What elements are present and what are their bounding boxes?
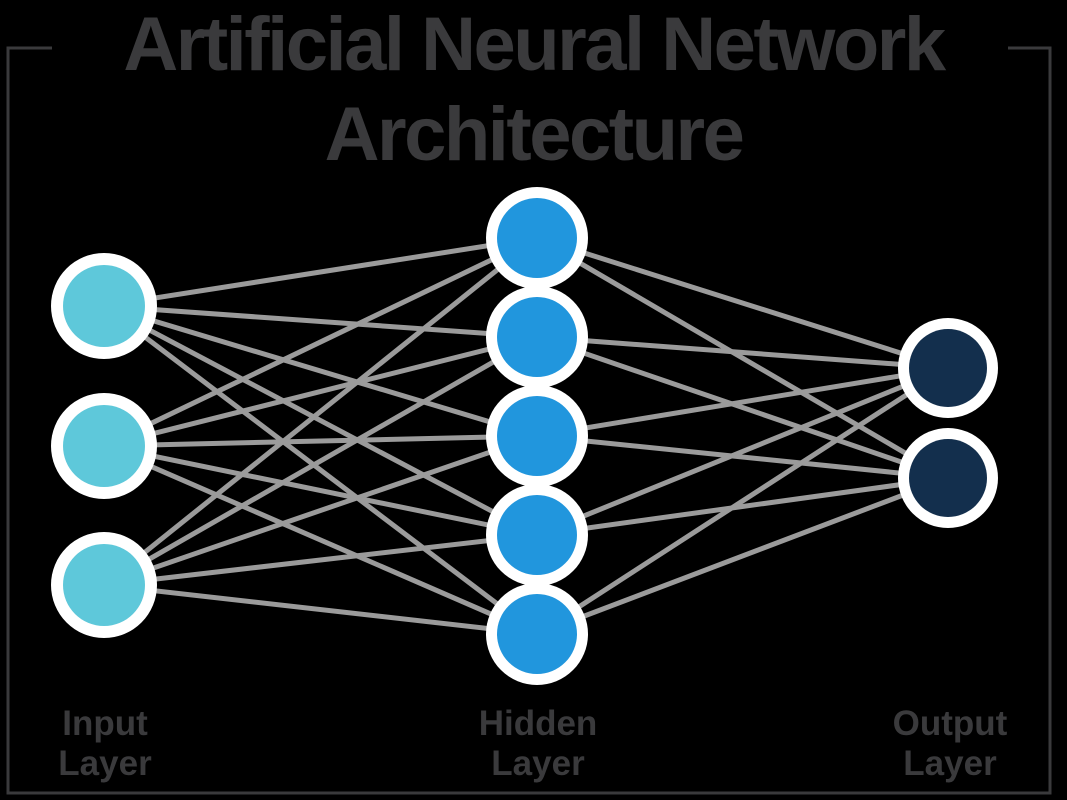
nodes [51, 187, 998, 685]
hidden-layer-node [497, 198, 577, 278]
output-layer-label-line-1: Output [892, 704, 1008, 743]
connection-line [102, 235, 539, 449]
connection-line [103, 443, 538, 538]
connection-line [102, 304, 539, 636]
hidden-layer-label-line-1: Hidden [478, 704, 598, 743]
frame-path [6, 46, 1052, 795]
connection-line [536, 433, 949, 481]
connection-line [103, 334, 538, 449]
output-layer-node [909, 439, 987, 517]
input-layer-label-line-2: Layer [58, 744, 152, 783]
connection-line [103, 433, 538, 449]
connection-line [536, 334, 949, 371]
connection-line [536, 365, 949, 439]
output-layer-node [909, 329, 987, 407]
connection-line [536, 475, 949, 637]
connection-line [102, 236, 539, 587]
connection-line [102, 303, 539, 538]
connection-line [535, 235, 950, 481]
hidden-layer-node [497, 297, 577, 377]
connection-line [103, 532, 538, 588]
connection-line [535, 365, 950, 637]
hidden-layer-node [497, 396, 577, 476]
connection-line [103, 303, 538, 340]
connection-line [536, 365, 949, 538]
frame-border [6, 46, 1052, 795]
hidden-layer-label-line-2: Layer [491, 744, 585, 783]
input-layer-node [63, 544, 145, 626]
title-line-1: Artificial Neural Network [123, 2, 946, 87]
connections [102, 235, 950, 637]
connection-line [103, 235, 538, 309]
connection-line [103, 433, 538, 588]
connection-line [536, 475, 949, 538]
connection-line [536, 235, 949, 371]
connection-line [102, 334, 539, 588]
input-layer-node [63, 265, 145, 347]
input-layer-node [63, 405, 145, 487]
hidden-layer-node [497, 495, 577, 575]
title-line-2: Architecture [324, 92, 745, 177]
hidden-layer-node [497, 594, 577, 674]
input-layer-label-line-1: Input [62, 704, 148, 743]
connection-line [103, 443, 538, 637]
connection-line [103, 582, 538, 637]
connection-line [103, 303, 538, 439]
output-layer-label-line-2: Layer [903, 744, 997, 783]
connection-line [536, 334, 949, 481]
